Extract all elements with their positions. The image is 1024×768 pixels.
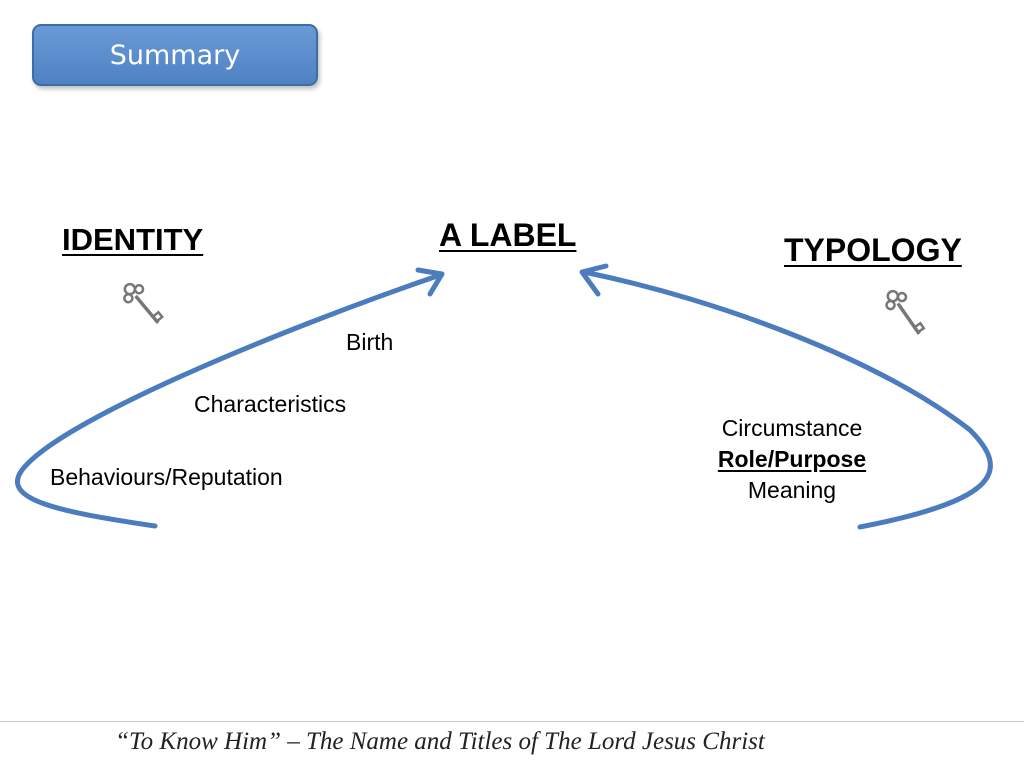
characteristics-label: Characteristics <box>194 391 347 417</box>
circumstance-label: Circumstance <box>721 415 863 441</box>
summary-button-label: Summary <box>109 39 241 71</box>
right-arrow <box>581 269 993 530</box>
right-arrowhead <box>579 263 609 297</box>
typology-heading: TYPOLOGY <box>784 232 962 268</box>
role-purpose-label: Role/Purpose <box>717 446 867 472</box>
summary-button[interactable]: Summary <box>32 24 318 86</box>
birth-label: Birth <box>346 329 394 355</box>
typology-items: Circumstance Role/Purpose Meaning <box>700 413 884 506</box>
identity-heading: IDENTITY <box>62 222 204 257</box>
left-arrowhead <box>415 267 445 297</box>
left-arrow <box>14 272 443 529</box>
label-heading: A LABEL <box>439 217 577 253</box>
key-icon <box>123 282 164 324</box>
behaviours-label: Behaviours/Reputation <box>50 464 283 490</box>
footer-divider <box>0 721 1024 722</box>
key-icon <box>885 289 926 335</box>
meaning-label: Meaning <box>747 477 837 503</box>
footer-text: “To Know Him” – The Name and Titles of T… <box>115 728 765 755</box>
